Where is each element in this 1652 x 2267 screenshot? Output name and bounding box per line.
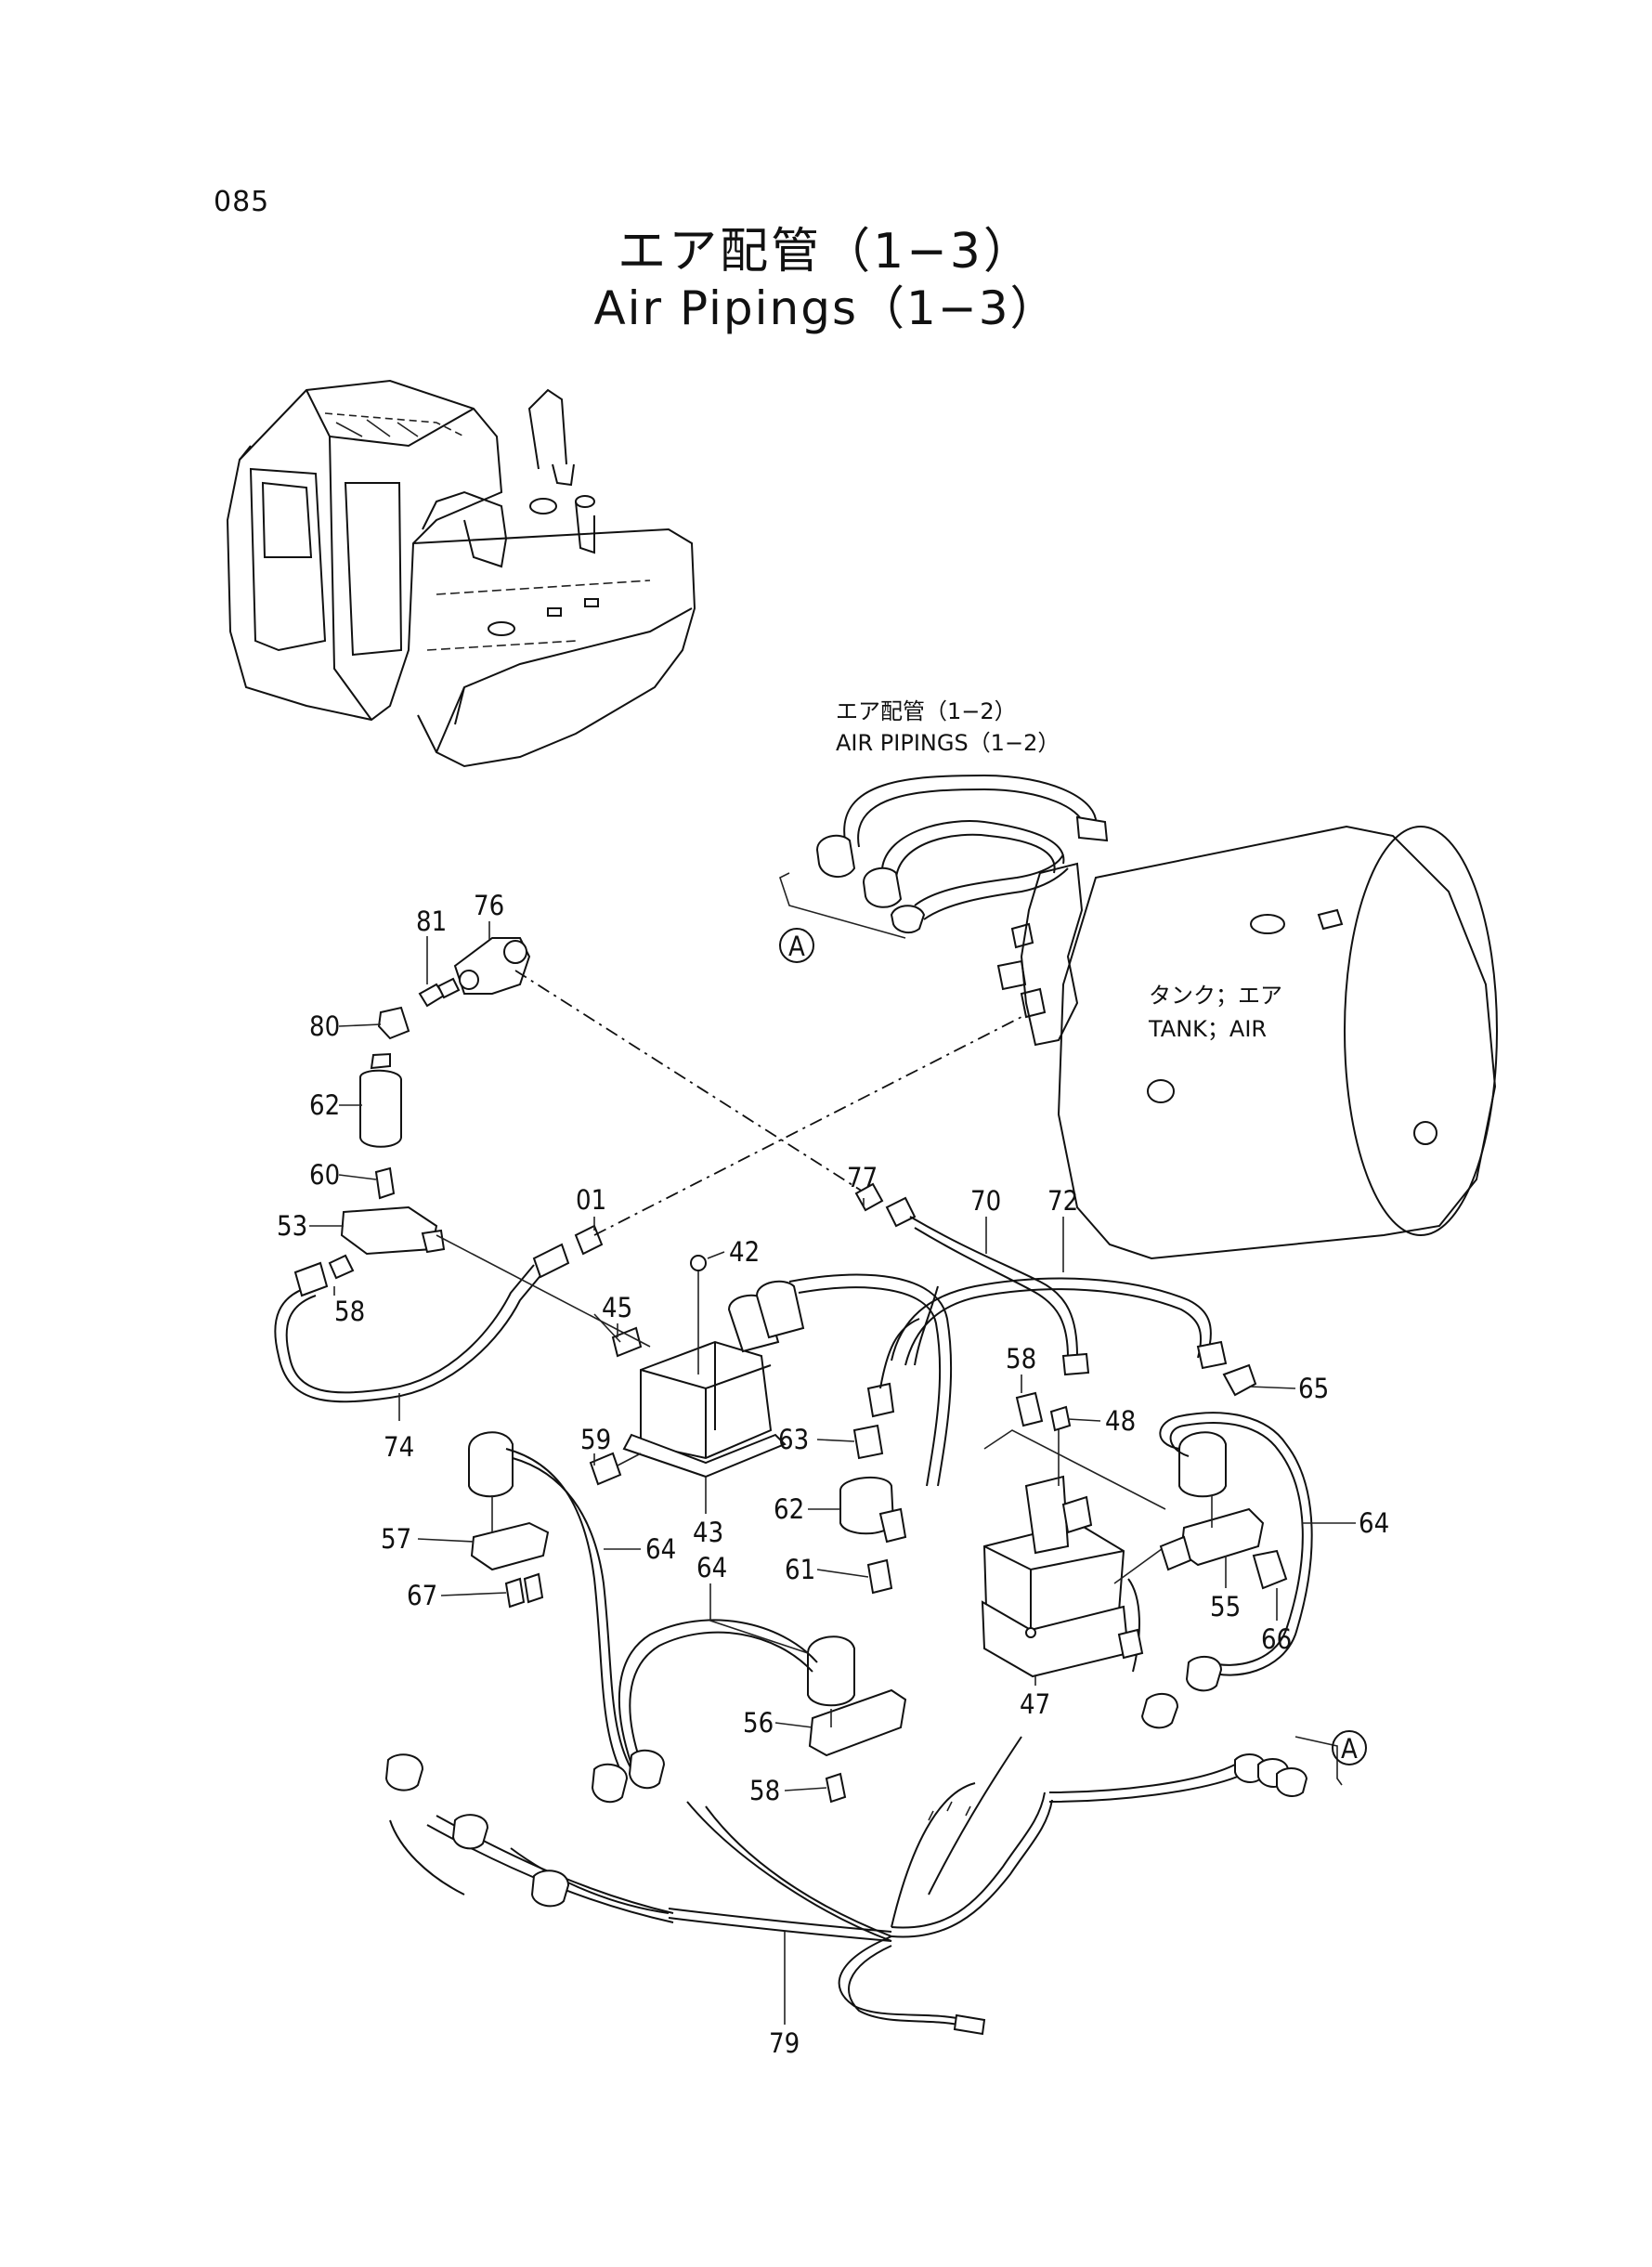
part-label-64-center: 64 — [696, 1552, 727, 1583]
part-label-80: 80 — [309, 1010, 340, 1042]
solenoid-55 — [1117, 1412, 1313, 1729]
callout-a2-label: A — [1341, 1733, 1358, 1765]
callout-a-label: A — [788, 931, 805, 962]
upper-hoses — [815, 774, 1109, 934]
center-fittings — [839, 1424, 907, 1595]
part-label-63: 63 — [778, 1424, 809, 1455]
part-label-61: 61 — [785, 1554, 815, 1585]
part-label-47: 47 — [1020, 1688, 1050, 1720]
part-label-55: 55 — [1210, 1591, 1241, 1622]
part-label-74: 74 — [384, 1431, 414, 1463]
part-label-81: 81 — [416, 905, 447, 937]
part-label-58-lower: 58 — [749, 1775, 780, 1806]
air-tank-illustration — [996, 825, 1498, 1260]
solenoid-56 — [591, 1619, 907, 1804]
part-label-62-center: 62 — [774, 1493, 804, 1525]
callout-a2-circle — [1332, 1730, 1367, 1765]
part-label-59: 59 — [580, 1424, 611, 1455]
part-label-64-left: 64 — [645, 1533, 676, 1565]
part-label-48: 48 — [1105, 1405, 1136, 1437]
page-title-japanese: エア配管（1−3） — [618, 224, 1034, 280]
part-label-42: 42 — [729, 1236, 760, 1268]
part-label-67: 67 — [407, 1580, 437, 1611]
part-label-53: 53 — [277, 1210, 307, 1242]
solenoid-valve-43 — [589, 1255, 805, 1486]
main-hoses — [788, 1182, 1257, 1487]
solenoid-57 — [468, 1431, 632, 1775]
part-label-43: 43 — [693, 1517, 723, 1548]
part-label-72: 72 — [1047, 1185, 1078, 1217]
label-leaders — [309, 921, 1356, 2025]
part-label-57: 57 — [381, 1523, 411, 1555]
tank-label-japanese: タンク；エア — [1149, 983, 1282, 1009]
part-label-01: 01 — [576, 1184, 606, 1216]
part-label-62: 62 — [309, 1089, 340, 1121]
part-label-45: 45 — [602, 1292, 632, 1323]
page-number: 085 — [214, 186, 270, 218]
part-label-77: 77 — [847, 1162, 878, 1193]
part-label-76: 76 — [474, 890, 504, 921]
part-label-64-right: 64 — [1359, 1507, 1389, 1539]
part-label-65: 65 — [1298, 1373, 1329, 1404]
leader-01-to-tank — [593, 1016, 1022, 1236]
page-title-english: Air Pipings（1−3） — [593, 281, 1059, 335]
part-label-79: 79 — [769, 2027, 800, 2059]
part-label-58-right: 58 — [1006, 1343, 1036, 1375]
left-fittings — [274, 937, 643, 1403]
part-label-60: 60 — [309, 1159, 340, 1191]
part-label-66: 66 — [1261, 1623, 1292, 1655]
part-label-56: 56 — [743, 1707, 774, 1739]
leader-76-to-77 — [514, 970, 874, 1199]
solenoid-valve-47 — [981, 1391, 1166, 1678]
wire-harness-79 — [384, 1736, 1308, 2036]
callout-a-circle — [779, 928, 814, 963]
reference-label-english: AIR PIPINGS（1−2） — [836, 730, 1060, 756]
excavator-overview-illustration — [226, 379, 696, 768]
tank-label-english: TANK；AIR — [1148, 1016, 1267, 1042]
part-label-70: 70 — [970, 1185, 1001, 1217]
part-label-58: 58 — [334, 1296, 365, 1327]
reference-label-japanese: エア配管（1−2） — [836, 698, 1017, 724]
